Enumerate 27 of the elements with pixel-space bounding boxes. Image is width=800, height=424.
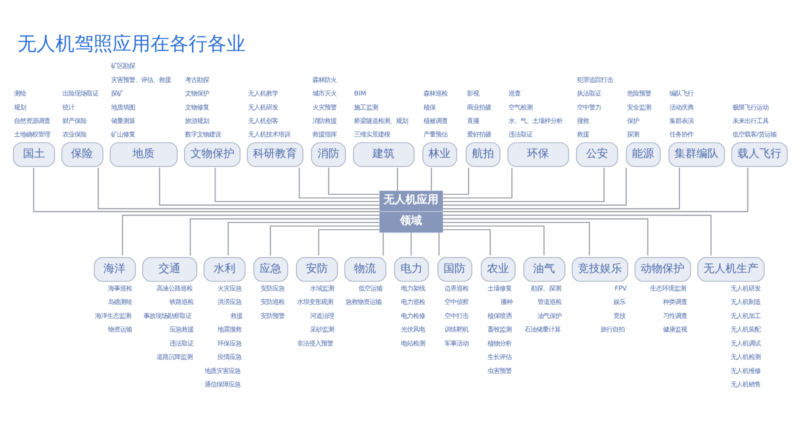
connector <box>410 232 412 256</box>
connector <box>328 167 380 195</box>
connector <box>228 222 380 256</box>
connector <box>442 167 680 210</box>
connector <box>430 167 432 192</box>
connector <box>442 167 605 202</box>
connector <box>442 167 512 198</box>
connector <box>442 218 648 256</box>
diagram-title: 无人机驾照应用在各行各业 <box>17 34 246 55</box>
connector <box>442 214 712 256</box>
connector <box>270 226 380 256</box>
connector <box>33 167 380 212</box>
connector <box>438 232 440 256</box>
connector <box>382 232 384 256</box>
connector <box>298 167 380 198</box>
connector <box>442 226 544 256</box>
connector <box>190 218 380 256</box>
connector <box>318 229 380 256</box>
connector <box>442 167 470 195</box>
connector <box>159 167 380 206</box>
connector <box>442 222 590 256</box>
connector <box>397 167 398 192</box>
connector <box>98 167 380 210</box>
connector <box>442 229 491 256</box>
connector <box>122 214 380 256</box>
connector <box>442 167 748 212</box>
connector <box>214 167 380 202</box>
